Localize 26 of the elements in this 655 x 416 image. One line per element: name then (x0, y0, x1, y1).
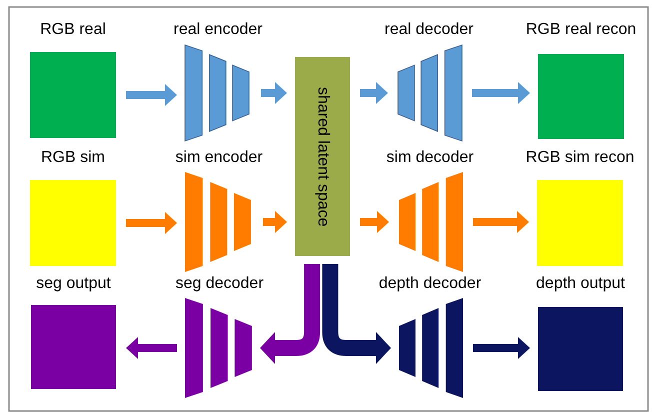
component-title: RGB sim recon (526, 148, 634, 168)
component-title: real decoder (384, 20, 474, 40)
component-title: real encoder (174, 20, 262, 40)
block-arrow (360, 82, 388, 104)
component-title: sim decoder (386, 148, 474, 168)
component-title: depth output (536, 274, 625, 294)
block-arrow (360, 211, 389, 233)
block-arrow (260, 264, 320, 364)
component-title: seg decoder (175, 274, 264, 294)
latent-space-box (295, 57, 350, 256)
component-title: RGB real (40, 20, 106, 40)
block-arrow (473, 337, 530, 359)
block-arrow (126, 84, 177, 106)
component-title: RGB sim (41, 148, 105, 168)
component-title: seg output (36, 274, 111, 294)
block-arrow (126, 212, 177, 234)
block-arrow (322, 264, 391, 364)
block-arrow (263, 211, 287, 233)
component-title: RGB real recon (526, 20, 636, 40)
block-arrow (472, 82, 530, 104)
block-arrow (126, 337, 177, 359)
component-title: sim encoder (175, 148, 263, 168)
component-title: depth decoder (378, 274, 482, 294)
block-arrow (261, 82, 287, 104)
block-arrow (473, 211, 529, 233)
latent-space-label: shared latent space (314, 86, 332, 226)
